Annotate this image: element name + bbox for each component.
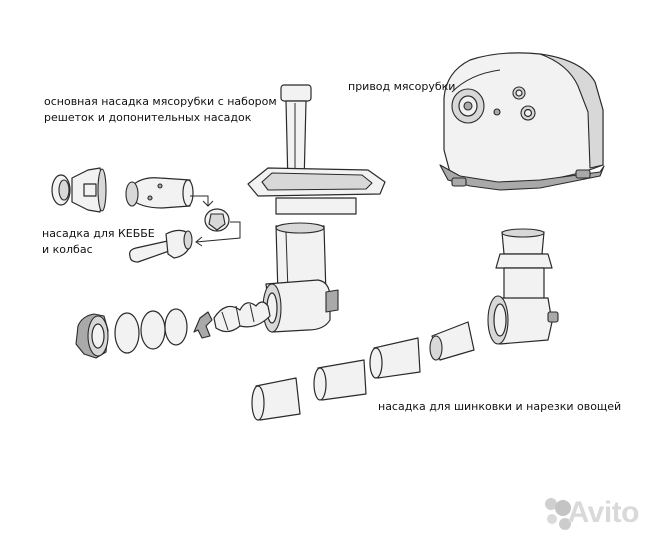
motor-drive-unit (439, 52, 605, 191)
watermark: Avito (528, 496, 640, 530)
kebbe-label-line1: насадка для КЕББЕ (42, 227, 155, 240)
slicer-attachment-label: насадка для шинковки и нарезки овощей (378, 400, 622, 413)
grinder-main-body (247, 84, 386, 333)
watermark-logo (545, 498, 571, 530)
kebbe-attachment-label: насадка для КЕББЕ и колбас (42, 226, 155, 258)
watermark-text: Avito (567, 496, 640, 529)
main-attachment-label: основная насадка мясорубки с набором реш… (44, 94, 277, 126)
motor-drive-label: привод мясорубки (348, 80, 456, 93)
main-attachment-label-line2: решеток и допонительных насадок (44, 111, 252, 124)
kebbe-label-line2: и колбас (42, 243, 93, 256)
slicer-attachment (251, 228, 559, 421)
grinder-small-parts (75, 301, 271, 359)
main-attachment-label-line1: основная насадка мясорубки с набором (44, 95, 277, 108)
sausage-kebbe-attachments (51, 167, 241, 263)
